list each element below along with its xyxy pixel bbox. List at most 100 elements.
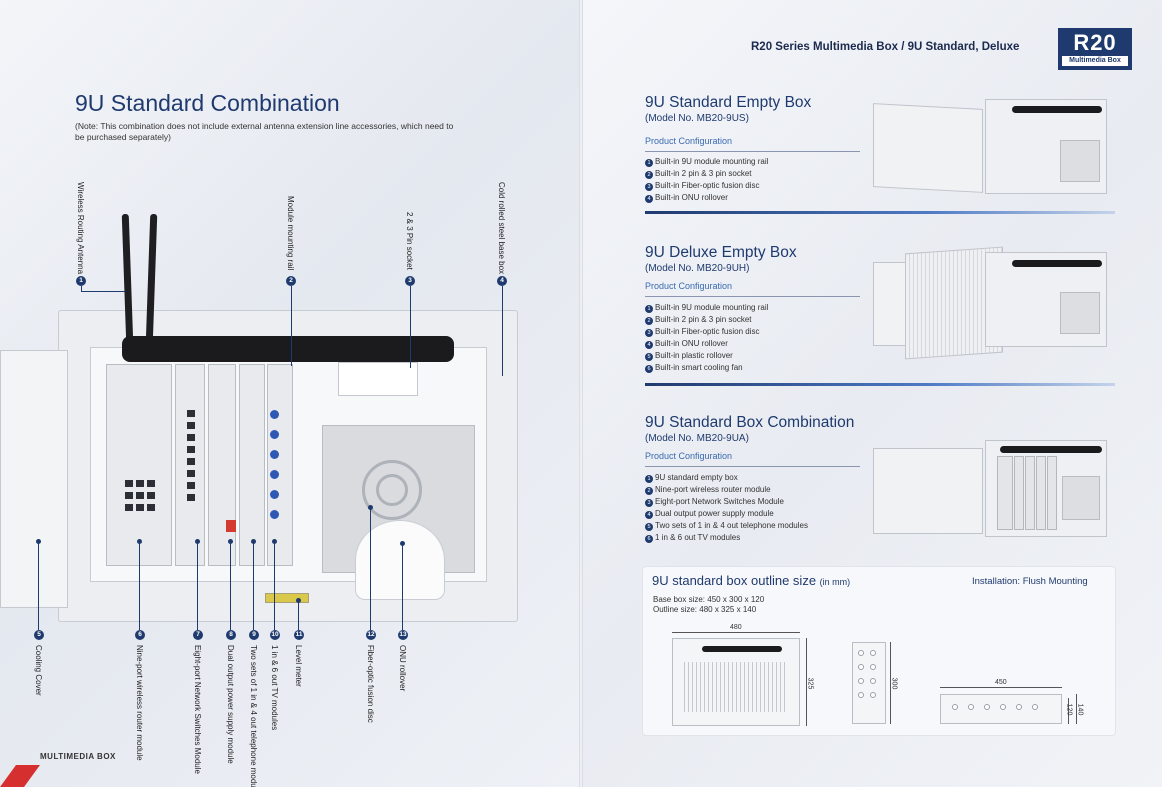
installation-label: Installation: Flush Mounting: [972, 576, 1088, 587]
callout-label: Dual output power supply module: [226, 645, 235, 764]
tv-connector: [270, 510, 279, 519]
callout-label: Module mounting rail: [286, 196, 295, 271]
power-module: [208, 364, 236, 566]
knockout-hole: [1016, 704, 1022, 710]
leader-line: [298, 601, 299, 630]
r20-logo: R20 Multimedia Box: [1058, 28, 1132, 70]
outline-size: Outline size: 480 x 325 x 140: [653, 605, 757, 614]
page-note: (Note: This combination does not include…: [75, 121, 454, 142]
pin-socket: [338, 362, 418, 396]
section-config-label: Product Configuration: [645, 281, 733, 291]
series-title: R20 Series Multimedia Box / 9U Standard,…: [751, 41, 1020, 53]
callout-label: ONU rollover: [398, 645, 407, 692]
leader-line: [274, 542, 275, 630]
port: [187, 434, 195, 441]
cooling-cover: [0, 350, 68, 608]
item-text: Built-in 2 pin & 3 pin socket: [655, 315, 752, 324]
knockout-hole: [858, 664, 864, 670]
port: [147, 480, 155, 487]
bullet-number: 3: [645, 183, 653, 191]
leader-dot: [251, 539, 256, 544]
port: [187, 482, 195, 489]
footer-label: MULTIMEDIA BOX: [40, 752, 116, 761]
section-config-label: Product Configuration: [645, 451, 733, 461]
dim-line: [890, 642, 891, 724]
dim-label: 300: [890, 677, 898, 690]
item-text: Two sets of 1 in & 4 out telephone modul…: [655, 521, 808, 530]
tv-connector: [270, 470, 279, 479]
bullet-number: 3: [645, 329, 653, 337]
port: [136, 480, 144, 487]
item-text: Built-in ONU rollover: [655, 339, 728, 348]
level-meter: [265, 593, 309, 603]
section-model: (Model No. MB20-9UH): [645, 263, 750, 274]
item-text: Built-in 9U module mounting rail: [655, 303, 769, 312]
knockout-hole: [870, 678, 876, 684]
leader-dot: [36, 539, 41, 544]
dim-label: 325: [806, 677, 814, 690]
switch-module: [175, 364, 205, 566]
bullet-number: 3: [645, 499, 653, 507]
product-tray: [1062, 476, 1100, 520]
knockout-hole: [858, 650, 864, 656]
item-text: Built-in Fiber-optic fusion disc: [655, 181, 760, 190]
item-text: Eight-port Network Switches Module: [655, 497, 784, 506]
tray-vent-inner: [376, 474, 408, 506]
tray-vent: [362, 460, 422, 520]
callout-label: 1 in & 6 out TV modules: [270, 645, 279, 731]
item-text: 9U standard empty box: [655, 473, 738, 482]
leader-line: [370, 508, 371, 630]
tv-connector: [270, 410, 279, 419]
dim-line: [1076, 694, 1077, 724]
callout-label: Two sets of 1 in & 4 out telephone modul…: [249, 645, 258, 787]
bullet-number: 4: [645, 511, 653, 519]
leader-line: [410, 286, 411, 368]
page-spine: [579, 0, 583, 787]
section-rule: [645, 466, 860, 467]
knockout-hole: [952, 704, 958, 710]
dim-label: 480: [730, 624, 742, 631]
leader-line: [81, 291, 125, 292]
callout-number: 3: [405, 276, 415, 286]
section-config-label: Product Configuration: [645, 136, 733, 146]
port: [187, 458, 195, 465]
section-model: (Model No. MB20-9US): [645, 113, 749, 124]
port: [187, 446, 195, 453]
dim-label: 140: [1076, 703, 1084, 716]
product-module: [1014, 456, 1024, 530]
product-door: [873, 103, 983, 193]
callout-label: Level meter: [294, 645, 303, 687]
section-title: 9U Standard Box Combination: [645, 414, 855, 431]
callout-label: Fiber-optic fusion disc: [366, 645, 375, 723]
callout-number: 12: [366, 630, 376, 640]
leader-dot: [272, 539, 277, 544]
port: [125, 480, 133, 487]
item-text: Built-in 9U module mounting rail: [655, 157, 769, 166]
callout-number: 9: [249, 630, 259, 640]
leader-line: [197, 542, 198, 630]
leader-line: [81, 286, 82, 292]
callout-number: 5: [34, 630, 44, 640]
callout-number: 13: [398, 630, 408, 640]
product-module: [1036, 456, 1046, 530]
port: [187, 410, 195, 417]
item-text: Built-in Fiber-optic fusion disc: [655, 327, 760, 336]
callout-number: 4: [497, 276, 507, 286]
bullet-number: 5: [645, 523, 653, 531]
dim-label: 120: [1065, 703, 1073, 716]
section-model: (Model No. MB20-9UA): [645, 433, 749, 444]
dim-line: [806, 638, 807, 726]
callout-number: 8: [226, 630, 236, 640]
port: [136, 504, 144, 511]
port: [187, 422, 195, 429]
item-text: Built-in plastic rollover: [655, 351, 733, 360]
callout-number: 7: [193, 630, 203, 640]
leader-dot: [137, 539, 142, 544]
